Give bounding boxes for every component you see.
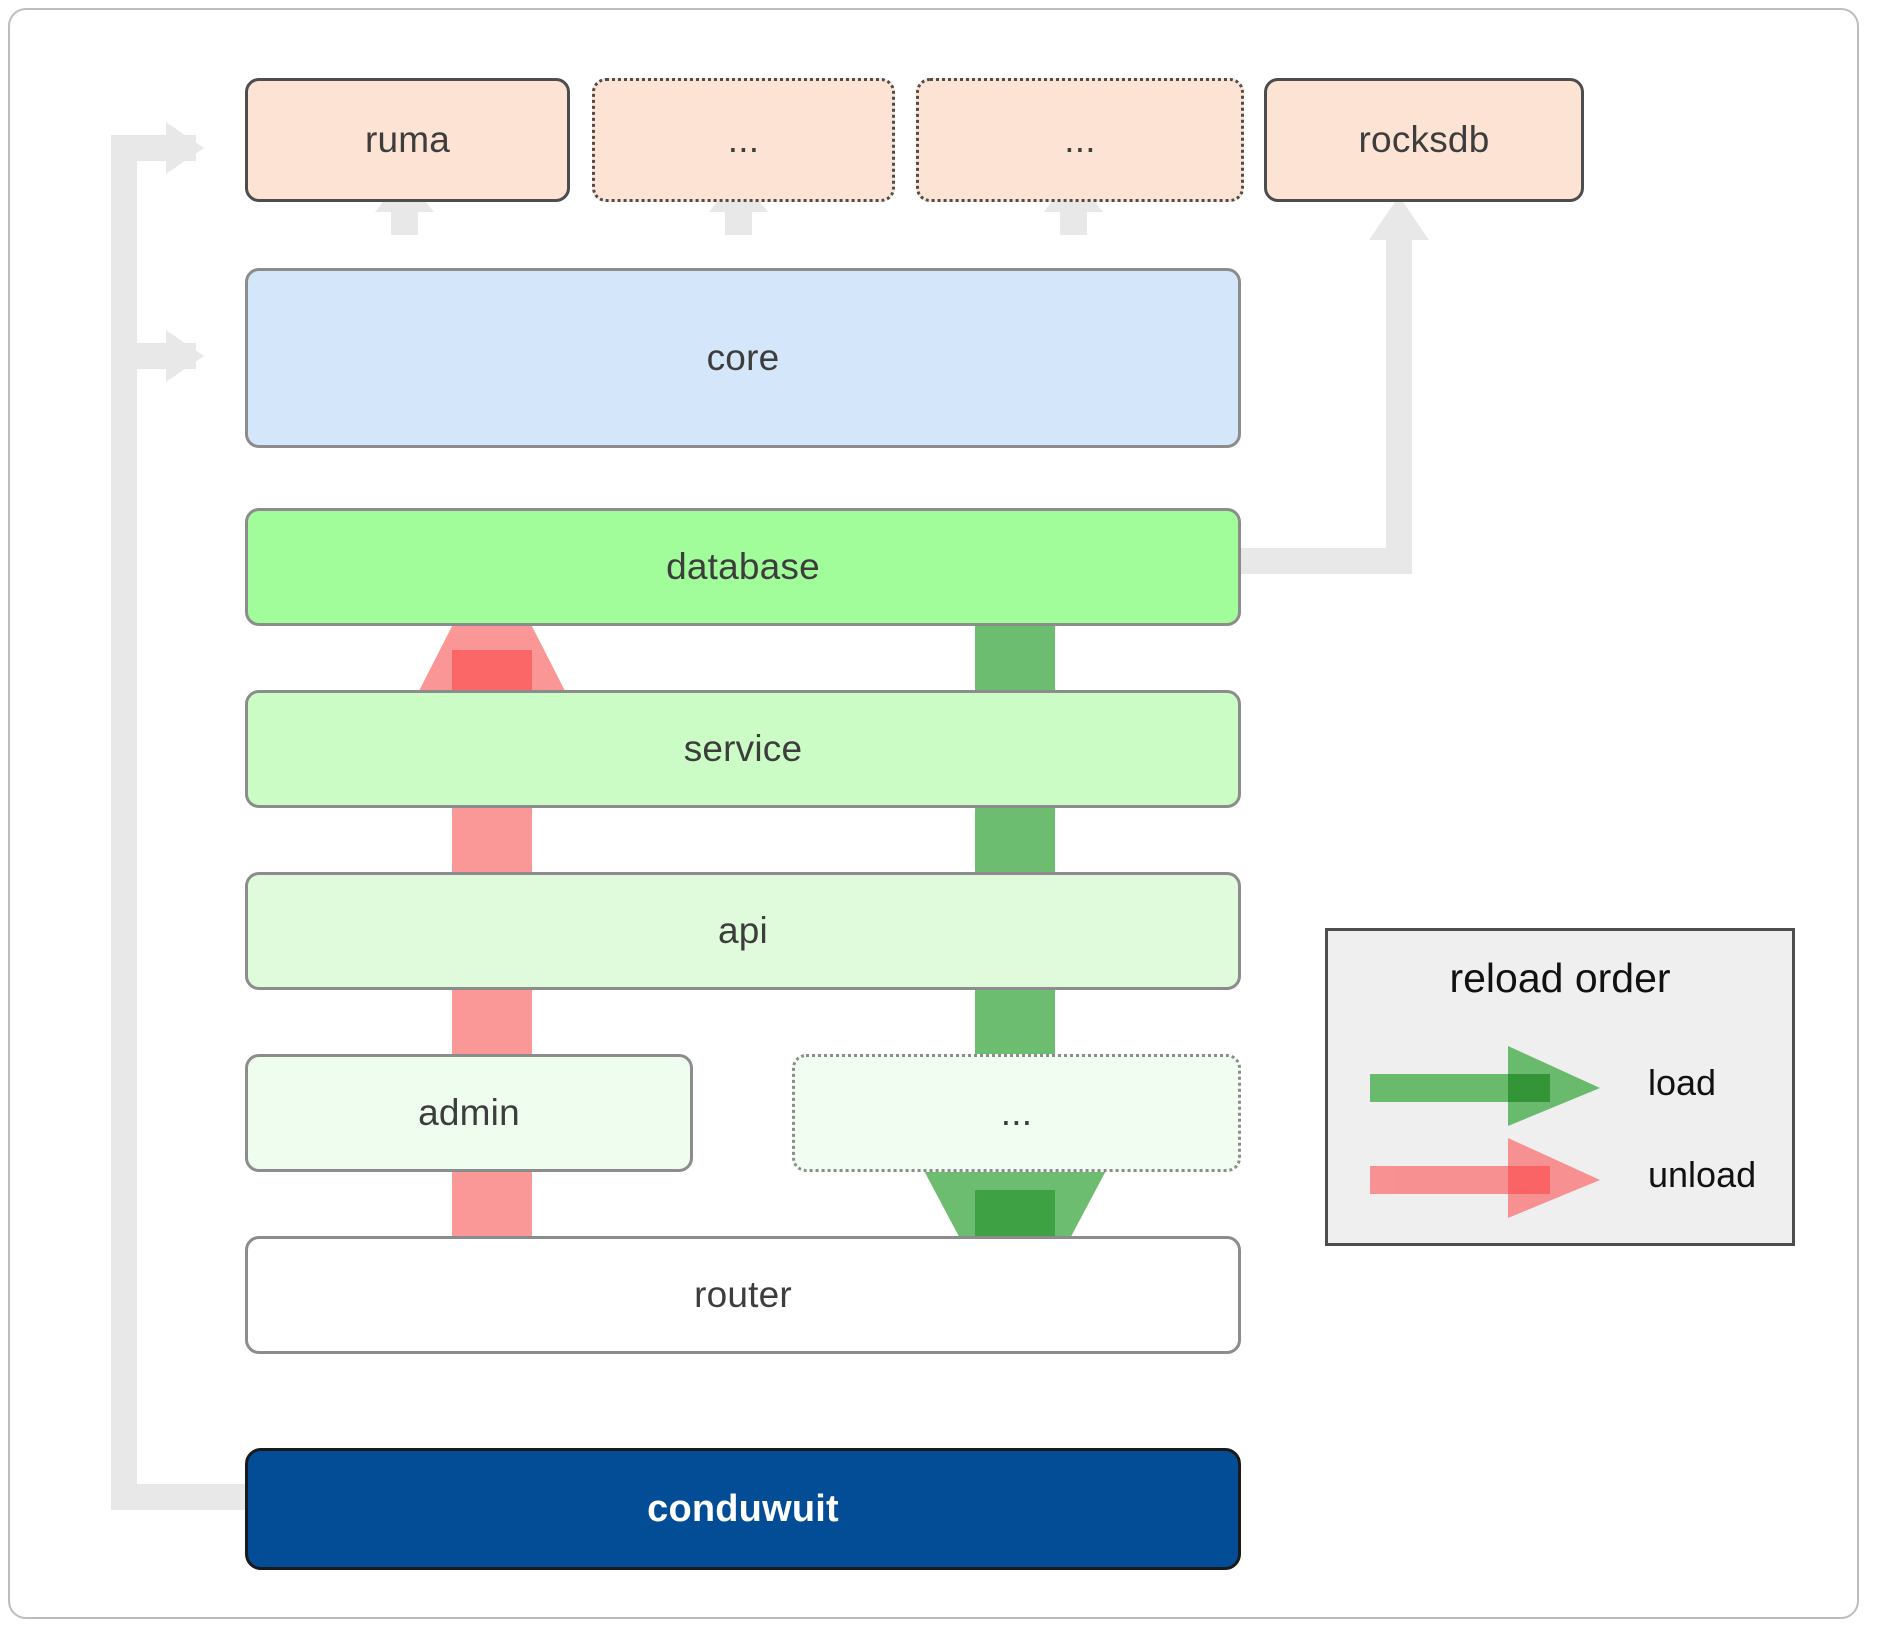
node-core-label: core xyxy=(706,337,780,378)
node-admin-label: admin xyxy=(418,1092,520,1133)
node-dots-1[interactable]: ... xyxy=(592,78,895,202)
database-to-rocksdb-connector xyxy=(1222,196,1429,574)
node-core[interactable]: core xyxy=(245,268,1241,448)
legend-label-unload: unload xyxy=(1648,1154,1757,1195)
legend-label-load: load xyxy=(1648,1062,1717,1103)
legend-row-unload: unload xyxy=(1328,1138,1792,1218)
node-dots-2[interactable]: ... xyxy=(916,78,1244,202)
connector-arrowhead-ruma xyxy=(166,122,204,174)
legend-row-load: load xyxy=(1328,1046,1792,1126)
node-router[interactable]: router xyxy=(245,1236,1241,1354)
unload-arrow-icon xyxy=(1370,1138,1600,1218)
node-database[interactable]: database xyxy=(245,508,1241,626)
node-dots-2-label: ... xyxy=(1064,119,1096,160)
node-admin[interactable]: admin xyxy=(245,1054,693,1172)
node-rocksdb[interactable]: rocksdb xyxy=(1264,78,1584,202)
node-database-label: database xyxy=(666,546,820,587)
node-conduwuit-label: conduwuit xyxy=(647,1487,839,1530)
node-conduwuit[interactable]: conduwuit xyxy=(245,1448,1241,1570)
node-ruma[interactable]: ruma xyxy=(245,78,570,202)
legend-panel: reload order load unload xyxy=(1325,928,1795,1246)
node-api[interactable]: api xyxy=(245,872,1241,990)
node-service[interactable]: service xyxy=(245,690,1241,808)
node-router-label: router xyxy=(694,1274,792,1315)
node-dots-3[interactable]: ... xyxy=(792,1054,1241,1172)
node-ruma-label: ruma xyxy=(364,119,451,160)
connector-arrowhead-core xyxy=(166,330,204,382)
node-rocksdb-label: rocksdb xyxy=(1358,119,1490,160)
node-dots-3-label: ... xyxy=(1000,1092,1033,1133)
node-api-label: api xyxy=(718,910,768,951)
node-service-label: service xyxy=(683,728,803,769)
legend-title: reload order xyxy=(1449,955,1671,1001)
node-dots-1-label: ... xyxy=(727,119,760,160)
load-arrow-icon xyxy=(1370,1046,1600,1126)
